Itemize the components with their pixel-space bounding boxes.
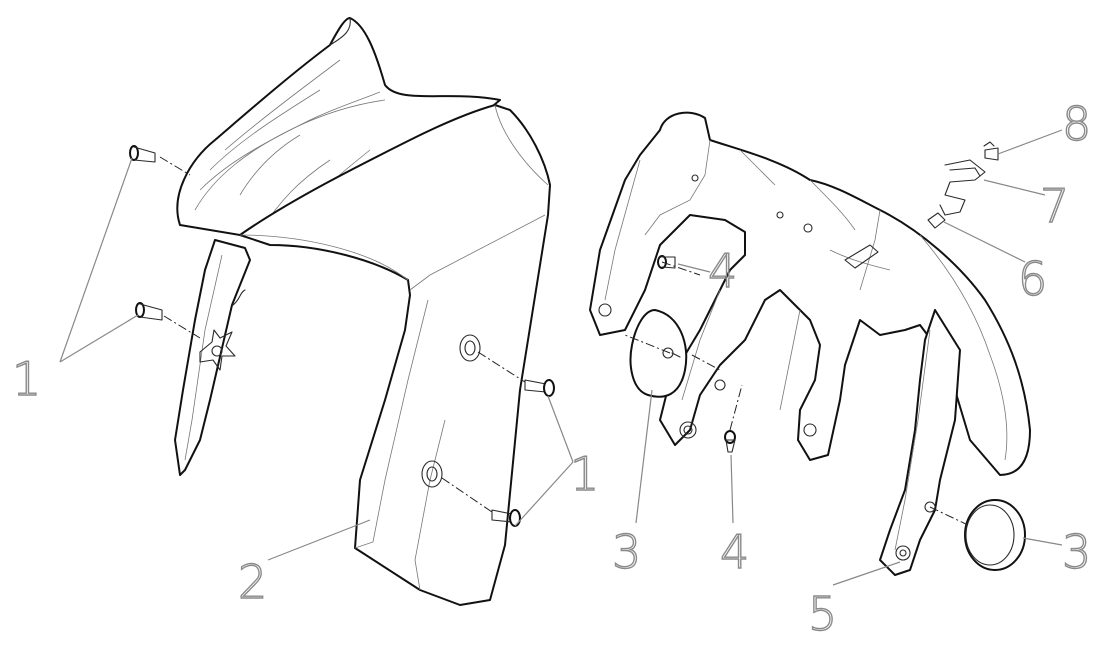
callout-1-right: 1 [570, 447, 599, 501]
leader-lines [59, 129, 1063, 586]
inner-bracket-plate [174, 239, 251, 476]
callout-3-right: 3 [1062, 525, 1091, 579]
screw-right-upper [524, 379, 555, 397]
tapping-screw-lower [724, 430, 736, 453]
callout-8: 8 [1062, 97, 1091, 151]
fender-strut [879, 309, 961, 576]
callout-5: 5 [808, 587, 837, 641]
callout-1-left: 1 [12, 352, 41, 406]
clip-nut [927, 212, 946, 229]
reflector-disc-right [964, 499, 1026, 571]
callout-4-lower: 4 [720, 525, 749, 579]
reflector-disc-left [629, 309, 688, 398]
screw-left-upper [129, 145, 156, 163]
tapping-screw-upper [657, 255, 676, 269]
callout-2: 2 [238, 555, 267, 609]
callout-6: 6 [1018, 252, 1047, 306]
push-rivet [983, 141, 999, 161]
callout-7: 7 [1040, 179, 1069, 233]
spring-clip [939, 159, 986, 216]
fender-hood [176, 17, 501, 241]
fan-clip [199, 329, 236, 371]
screw-right-lower [491, 509, 521, 527]
callout-3-left: 3 [612, 525, 641, 579]
screw-left-lower [135, 302, 163, 321]
callout-4-upper: 4 [708, 244, 737, 298]
front-fender-cover [239, 104, 551, 606]
front-fender [589, 111, 1031, 476]
